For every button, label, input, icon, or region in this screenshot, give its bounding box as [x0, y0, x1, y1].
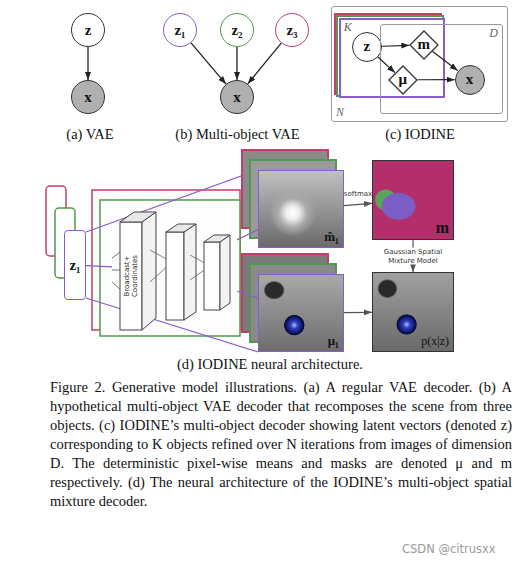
- node-label: x: [456, 66, 484, 94]
- node-label: μ: [388, 65, 418, 95]
- latent-node: z₂: [220, 13, 254, 47]
- node-label: z: [353, 33, 381, 61]
- conv-layer: [220, 235, 230, 310]
- decoder-page: [100, 200, 240, 336]
- watermark: CSDN @citrusxx: [402, 542, 512, 556]
- edge-arrow: [237, 230, 258, 240]
- edge-arrow: [344, 203, 372, 205]
- latent-node: z: [71, 13, 105, 47]
- diamond-shape: [389, 66, 417, 94]
- deterministic-node: μ: [388, 65, 418, 95]
- panel-label: m̂₁: [324, 229, 339, 245]
- plate-label: N: [336, 105, 344, 120]
- plate-label: K: [344, 20, 352, 35]
- edge-arrow: [344, 312, 372, 313]
- latent-node: z₃: [275, 13, 309, 47]
- edge-arrow: [86, 266, 112, 267]
- node-label: x: [221, 81, 253, 113]
- subfigure-label: (a) VAE: [40, 126, 140, 143]
- block-label: Broadcast+ Coordinates: [120, 246, 142, 306]
- node-label: x: [72, 81, 104, 113]
- node-label: z₃: [276, 14, 308, 46]
- image-panel: m̂₁: [258, 170, 344, 248]
- conv-layer: [204, 242, 220, 310]
- image-panel: μ₁: [258, 274, 344, 352]
- conv-layer: [142, 212, 156, 330]
- edge-label: Gaussian Spatial Mixture Model: [373, 248, 453, 265]
- diamond-shape: [410, 31, 438, 59]
- edge-arrow: [87, 47, 88, 80]
- plate-label: D: [489, 26, 498, 41]
- node-label: z₁: [164, 14, 196, 46]
- subfigure-label: (b) Multi-object VAE: [160, 126, 315, 143]
- conv-layer: [120, 222, 142, 330]
- latent-vector-box: z₁: [64, 230, 86, 300]
- conv-layer: [184, 224, 196, 320]
- observed-node: x: [71, 80, 105, 114]
- node-label: m: [409, 30, 439, 60]
- image-panel: m: [372, 160, 454, 240]
- node-label: z₁: [65, 231, 85, 299]
- edge-label: softmax: [344, 190, 372, 199]
- plate: NKzmμDx: [331, 6, 508, 122]
- outline-line: [86, 170, 258, 232]
- edge-arrow: [248, 43, 281, 84]
- network-block: Broadcast+ Coordinates: [112, 205, 237, 335]
- panel-label: m: [436, 219, 449, 237]
- subfigure-label: (d) IODINE neural architecture.: [110, 356, 430, 373]
- subfigure-label: (c) IODINE: [360, 126, 480, 143]
- node-label: z₂: [221, 14, 253, 46]
- image-panel: p(x|z): [372, 272, 454, 352]
- edge-arrow: [191, 43, 226, 84]
- conv-layer: [204, 235, 230, 242]
- edge-arrow: [237, 291, 258, 298]
- plate: Dx: [380, 24, 503, 114]
- panel-label: p(x|z): [421, 334, 449, 349]
- latent-node: z₁: [163, 13, 197, 47]
- panel-label: μ₁: [328, 333, 339, 349]
- node-label: z: [72, 14, 104, 46]
- observed-node: x: [220, 80, 254, 114]
- deterministic-node: m: [409, 30, 439, 60]
- plate: Kzmμ: [339, 18, 445, 98]
- edge-arrow: [236, 47, 237, 80]
- observed-node: x: [455, 65, 485, 95]
- conv-layer: [120, 212, 156, 222]
- conv-layer: [166, 224, 196, 232]
- figure-caption: Figure 2. Generative model illustrations…: [50, 378, 512, 511]
- conv-layer: [166, 232, 184, 320]
- latent-node: z: [352, 32, 382, 62]
